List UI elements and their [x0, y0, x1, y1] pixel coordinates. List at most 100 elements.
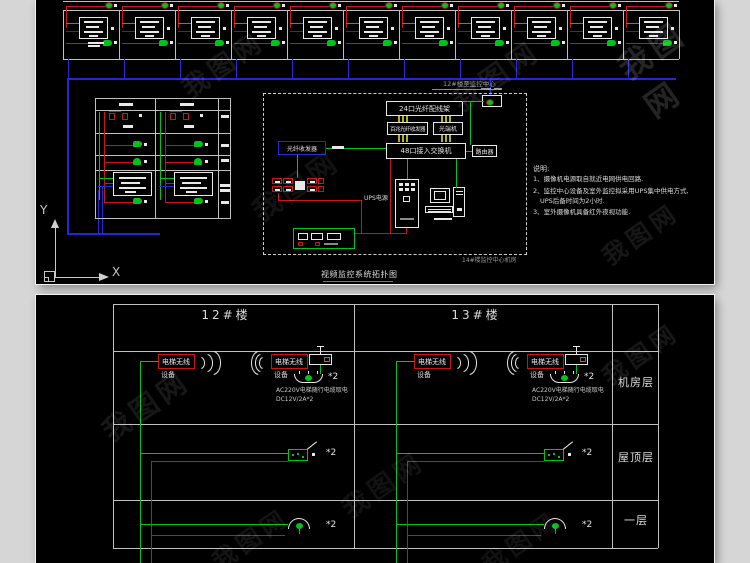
- shape: [532, 31, 551, 33]
- connector-square: [335, 27, 338, 30]
- line: [88, 45, 100, 47]
- line: [165, 145, 194, 146]
- line: [320, 365, 321, 374]
- line: [462, 101, 484, 102]
- line: [456, 191, 463, 192]
- line: [346, 43, 383, 44]
- shape: 电梯无线: [531, 358, 559, 366]
- line: [573, 346, 580, 347]
- connector-square: [506, 4, 509, 7]
- line: [295, 181, 305, 190]
- shape: [315, 242, 320, 246]
- device-label: 设备: [417, 371, 431, 379]
- line: [123, 125, 133, 128]
- line: [612, 304, 613, 548]
- device-label: 设备: [530, 371, 544, 379]
- shape: [420, 21, 439, 23]
- line: [404, 59, 405, 78]
- line: [113, 548, 658, 549]
- line: [354, 304, 355, 548]
- line: [55, 277, 100, 278]
- shape: [644, 21, 663, 23]
- line: [180, 59, 181, 78]
- control-room-boundary: [263, 93, 527, 255]
- shape: [558, 456, 560, 458]
- connector-square: [144, 160, 147, 163]
- shape: [327, 233, 341, 240]
- line: [626, 23, 639, 24]
- connector-square: [503, 27, 506, 30]
- shape: [125, 191, 136, 193]
- line: [104, 112, 105, 202]
- camera-unit: [455, 0, 511, 80]
- line: [278, 200, 361, 201]
- line: [98, 190, 99, 234]
- line: [623, 10, 624, 59]
- riser-table-label-column: [218, 98, 231, 219]
- line: [576, 346, 577, 354]
- note-line: 1、摄像机电源取自就近电网供电回路.: [533, 175, 644, 183]
- line: [151, 535, 285, 536]
- equipment-box: [639, 17, 668, 39]
- connector-square: [226, 4, 229, 7]
- shape: [272, 186, 282, 192]
- line: [231, 10, 232, 59]
- shape: [257, 35, 266, 37]
- shape: [308, 31, 327, 33]
- connector-square: [399, 188, 403, 191]
- optical-terminal-box: 光端机: [433, 122, 463, 135]
- line: [346, 31, 359, 32]
- line: [396, 361, 397, 563]
- shape: [537, 35, 546, 37]
- shape: [302, 456, 304, 458]
- camera-icon: [663, 40, 672, 46]
- shape: [196, 31, 215, 33]
- camera-dome-icon: [386, 3, 392, 8]
- connector-square: [447, 27, 450, 30]
- floor-label: 一层: [624, 514, 648, 527]
- camera-unit: [231, 0, 287, 80]
- line: [466, 151, 472, 152]
- connector-square: [170, 41, 173, 44]
- line: [573, 371, 574, 374]
- box-camera-icon: [288, 449, 308, 461]
- shape: [311, 233, 323, 240]
- line: [320, 346, 321, 354]
- access-switch-box: 48口接入交换机: [386, 143, 466, 159]
- equipment-box: [135, 17, 164, 39]
- shape: [324, 357, 330, 362]
- line: [626, 31, 639, 32]
- diagram-title: 视频监控系统拓扑图: [321, 270, 398, 279]
- line: [99, 112, 100, 200]
- line: [555, 529, 556, 534]
- shape: [180, 177, 207, 179]
- equipment-box: [247, 17, 276, 39]
- qty-label: *2: [582, 448, 593, 458]
- pc-tower-icon: [453, 187, 465, 217]
- line: [396, 361, 415, 362]
- line: [66, 31, 79, 32]
- line: [113, 500, 658, 501]
- shape: [142, 26, 155, 28]
- line: [234, 31, 247, 32]
- line: [564, 371, 565, 374]
- shape: [588, 21, 607, 23]
- line: [456, 159, 457, 188]
- shape: 电梯无线: [275, 358, 303, 366]
- shape: [425, 35, 434, 37]
- shape: [296, 523, 303, 529]
- shape: [552, 523, 559, 529]
- connector-square: [411, 183, 415, 186]
- line: [562, 441, 574, 450]
- camera-dome-icon: [106, 3, 112, 8]
- line: [626, 6, 627, 28]
- elevator-wireless-box: 电梯无线: [527, 354, 564, 369]
- shape: [140, 21, 159, 23]
- line: [458, 6, 498, 7]
- line: [449, 116, 451, 122]
- line: [104, 162, 133, 163]
- shape: [283, 178, 293, 184]
- line: [113, 351, 658, 352]
- line: [113, 304, 114, 548]
- shape: [272, 178, 282, 184]
